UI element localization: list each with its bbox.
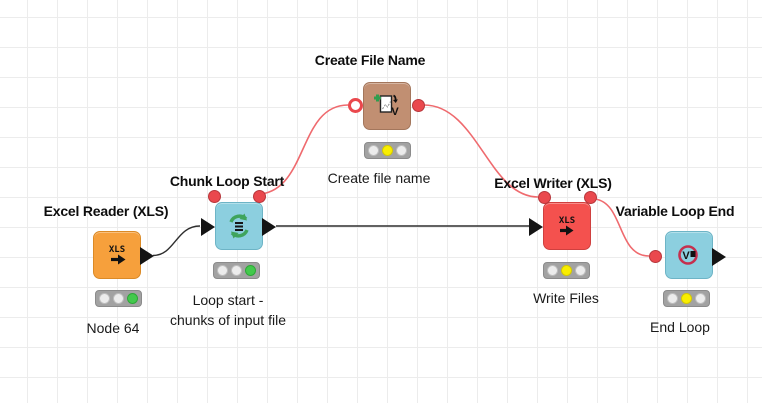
- xls-file-arrow-icon: XLS: [559, 216, 575, 236]
- xls-file-arrow-icon: XLS: [109, 245, 126, 265]
- status-green-off: [575, 265, 586, 276]
- wire-flowvar-loopstart-to-createfilename[interactable]: [260, 104, 349, 195]
- status-red-off: [368, 145, 379, 156]
- svg-text:V: V: [682, 250, 690, 262]
- node-create-file-name[interactable]: V: [348, 82, 425, 130]
- status-yellow-on: [681, 293, 692, 304]
- flow-variable-output-port[interactable]: [412, 99, 425, 112]
- svg-text:XLS: XLS: [559, 216, 575, 226]
- status-yellow-on: [382, 145, 393, 156]
- status-yellow-off: [113, 293, 124, 304]
- traffic-light-variable-loop-end: [663, 290, 710, 307]
- variable-loop-icon: V: [678, 245, 698, 265]
- node-title-chunk-loop-start[interactable]: Chunk Loop Start: [169, 173, 285, 189]
- node-annotation-variable-loop-end[interactable]: End Loop: [650, 319, 710, 335]
- node-title-create-file-name[interactable]: Create File Name: [314, 52, 426, 68]
- node-annotation-excel-reader[interactable]: Node 64: [86, 320, 140, 336]
- input-port-data[interactable]: [201, 218, 215, 236]
- output-port-data[interactable]: [712, 248, 726, 266]
- node-annotation-excel-writer[interactable]: Write Files: [533, 290, 599, 306]
- traffic-light-chunk-loop-start: [213, 262, 260, 279]
- status-red-off: [217, 265, 228, 276]
- svg-text:XLS: XLS: [109, 245, 125, 255]
- status-green-off: [396, 145, 407, 156]
- status-red-off: [547, 265, 558, 276]
- node-variable-loop-end[interactable]: V: [649, 231, 726, 279]
- wire-flowvar-writer-to-loopend[interactable]: [594, 198, 650, 257]
- node-title-variable-loop-end[interactable]: Variable Loop End: [615, 203, 735, 219]
- status-yellow-off: [231, 265, 242, 276]
- traffic-light-excel-reader: [95, 290, 142, 307]
- flow-variable-input-port[interactable]: [649, 250, 662, 263]
- output-port-data[interactable]: [262, 218, 276, 236]
- status-yellow-on: [561, 265, 572, 276]
- traffic-light-excel-writer: [543, 262, 590, 279]
- wire-flowvar-createfilename-to-writer[interactable]: [423, 104, 539, 198]
- node-title-excel-writer[interactable]: Excel Writer (XLS): [494, 175, 612, 191]
- wire-data-reader-to-loopstart[interactable]: [152, 225, 201, 257]
- annotation-line-2: chunks of input file: [170, 312, 286, 328]
- status-red-off: [99, 293, 110, 304]
- node-annotation-create-file-name[interactable]: Create file name: [327, 170, 431, 186]
- flow-variable-output-port[interactable]: [253, 190, 266, 203]
- loop-arrows-icon: [229, 213, 249, 239]
- node-title-excel-reader[interactable]: Excel Reader (XLS): [43, 203, 169, 219]
- flow-variable-input-port[interactable]: [538, 191, 551, 204]
- traffic-light-create-file-name: [364, 142, 411, 159]
- svg-text:V: V: [391, 106, 399, 118]
- status-green-on: [127, 293, 138, 304]
- status-green-on: [245, 265, 256, 276]
- document-plus-variable-icon: V: [374, 94, 399, 118]
- status-green-off: [695, 293, 706, 304]
- annotation-line-1: Loop start -: [192, 292, 264, 308]
- node-chunk-loop-start[interactable]: [201, 190, 276, 250]
- input-port-data[interactable]: [529, 218, 543, 236]
- node-excel-reader[interactable]: XLS: [93, 231, 154, 279]
- flow-variable-output-port[interactable]: [584, 191, 597, 204]
- node-annotation-chunk-loop-start[interactable]: Loop start - chunks of input file: [138, 290, 318, 330]
- output-port-data[interactable]: [140, 247, 154, 265]
- flow-variable-input-port[interactable]: [348, 98, 363, 113]
- node-excel-writer[interactable]: XLS: [529, 191, 597, 250]
- flow-variable-input-port[interactable]: [208, 190, 221, 203]
- status-red-off: [667, 293, 678, 304]
